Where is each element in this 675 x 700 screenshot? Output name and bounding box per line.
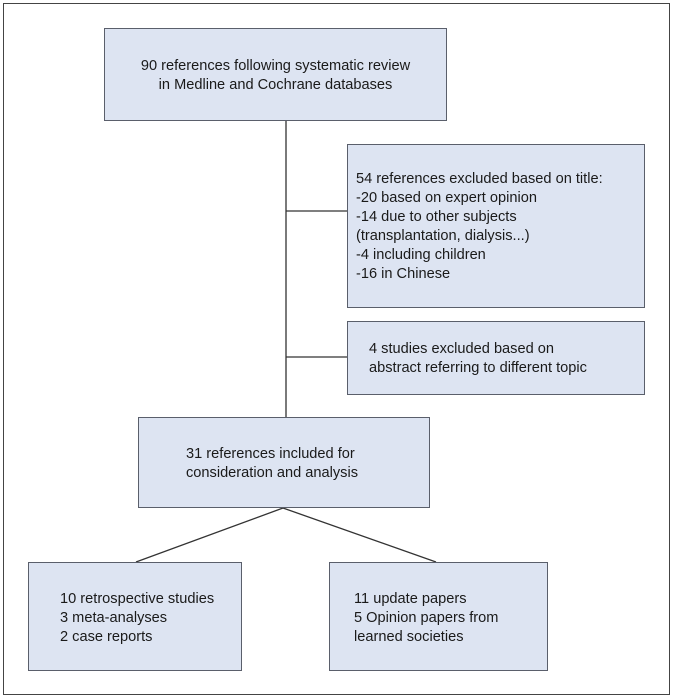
connector-to-studies	[135, 507, 284, 563]
box-text-line: 3 meta-analyses	[60, 610, 168, 626]
box-text-line: -14 due to other subjects	[356, 209, 517, 225]
box-title-exclusion: 54 references excluded based on title: -…	[347, 144, 645, 308]
box-included-references: 31 references included for consideration…	[138, 417, 430, 508]
box-text-line: in Medline and Cochrane databases	[158, 77, 393, 93]
box-text-line: consideration and analysis	[186, 465, 358, 481]
box-text-line: (transplantation, dialysis...)	[356, 228, 530, 244]
box-text-line: 90 references following systematic revie…	[140, 58, 411, 74]
box-text-line: learned societies	[354, 629, 464, 645]
connector-to-papers	[282, 507, 437, 563]
box-text-line: -4 including children	[356, 247, 486, 263]
box-text-line: 11 update papers	[354, 591, 467, 607]
box-paper-types: 11 update papers 5 Opinion papers from l…	[329, 562, 548, 671]
box-text-line: 10 retrospective studies	[60, 591, 215, 607]
box-text-line: 2 case reports	[60, 629, 153, 645]
box-abstract-exclusion: 4 studies excluded based on abstract ref…	[347, 321, 645, 395]
box-text-line: -16 in Chinese	[356, 266, 451, 282]
box-initial-references: 90 references following systematic revie…	[104, 28, 447, 121]
box-text-line: 4 studies excluded based on	[369, 341, 554, 357]
box-text-line: 31 references included for	[186, 446, 355, 462]
box-text-line: abstract referring to different topic	[369, 360, 587, 376]
box-text-line: 5 Opinion papers from	[354, 610, 499, 626]
box-study-types: 10 retrospective studies 3 meta-analyses…	[28, 562, 242, 671]
box-text-line: -20 based on expert opinion	[356, 190, 537, 206]
figure-frame	[3, 3, 670, 695]
box-text-line: 54 references excluded based on title:	[356, 171, 603, 187]
